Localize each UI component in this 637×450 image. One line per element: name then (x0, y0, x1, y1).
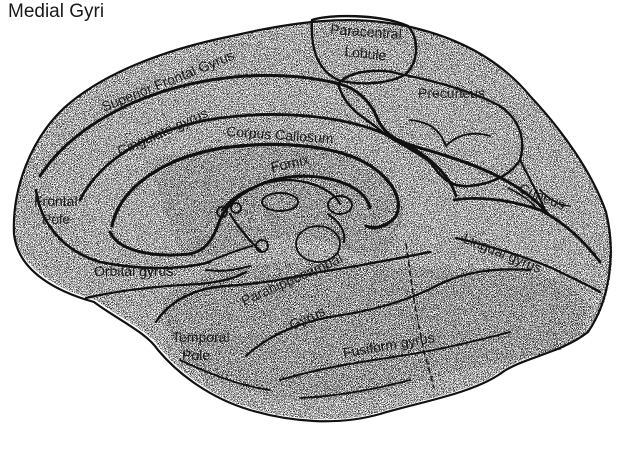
label-corpus-callosum: Corpus Callosum (226, 123, 334, 146)
label-orbital-gyrus: Orbital gyrus (94, 263, 173, 279)
label-lobule: Lobule (344, 43, 388, 63)
label-temporal-pole: Pole (182, 347, 210, 363)
label-frontal-pole: Pole (42, 211, 70, 227)
cortex-stippling (13, 20, 613, 420)
label-precuneus: Precuneus (418, 85, 485, 101)
label-temporal: Temporal (172, 329, 230, 345)
label-frontal: Frontal (34, 193, 78, 209)
label-paracentral: Paracentral (330, 21, 403, 42)
diagram-title: Medial Gyri (8, 1, 104, 22)
brain-outline (12, 14, 612, 423)
label-fornix: Fornix (269, 151, 310, 175)
